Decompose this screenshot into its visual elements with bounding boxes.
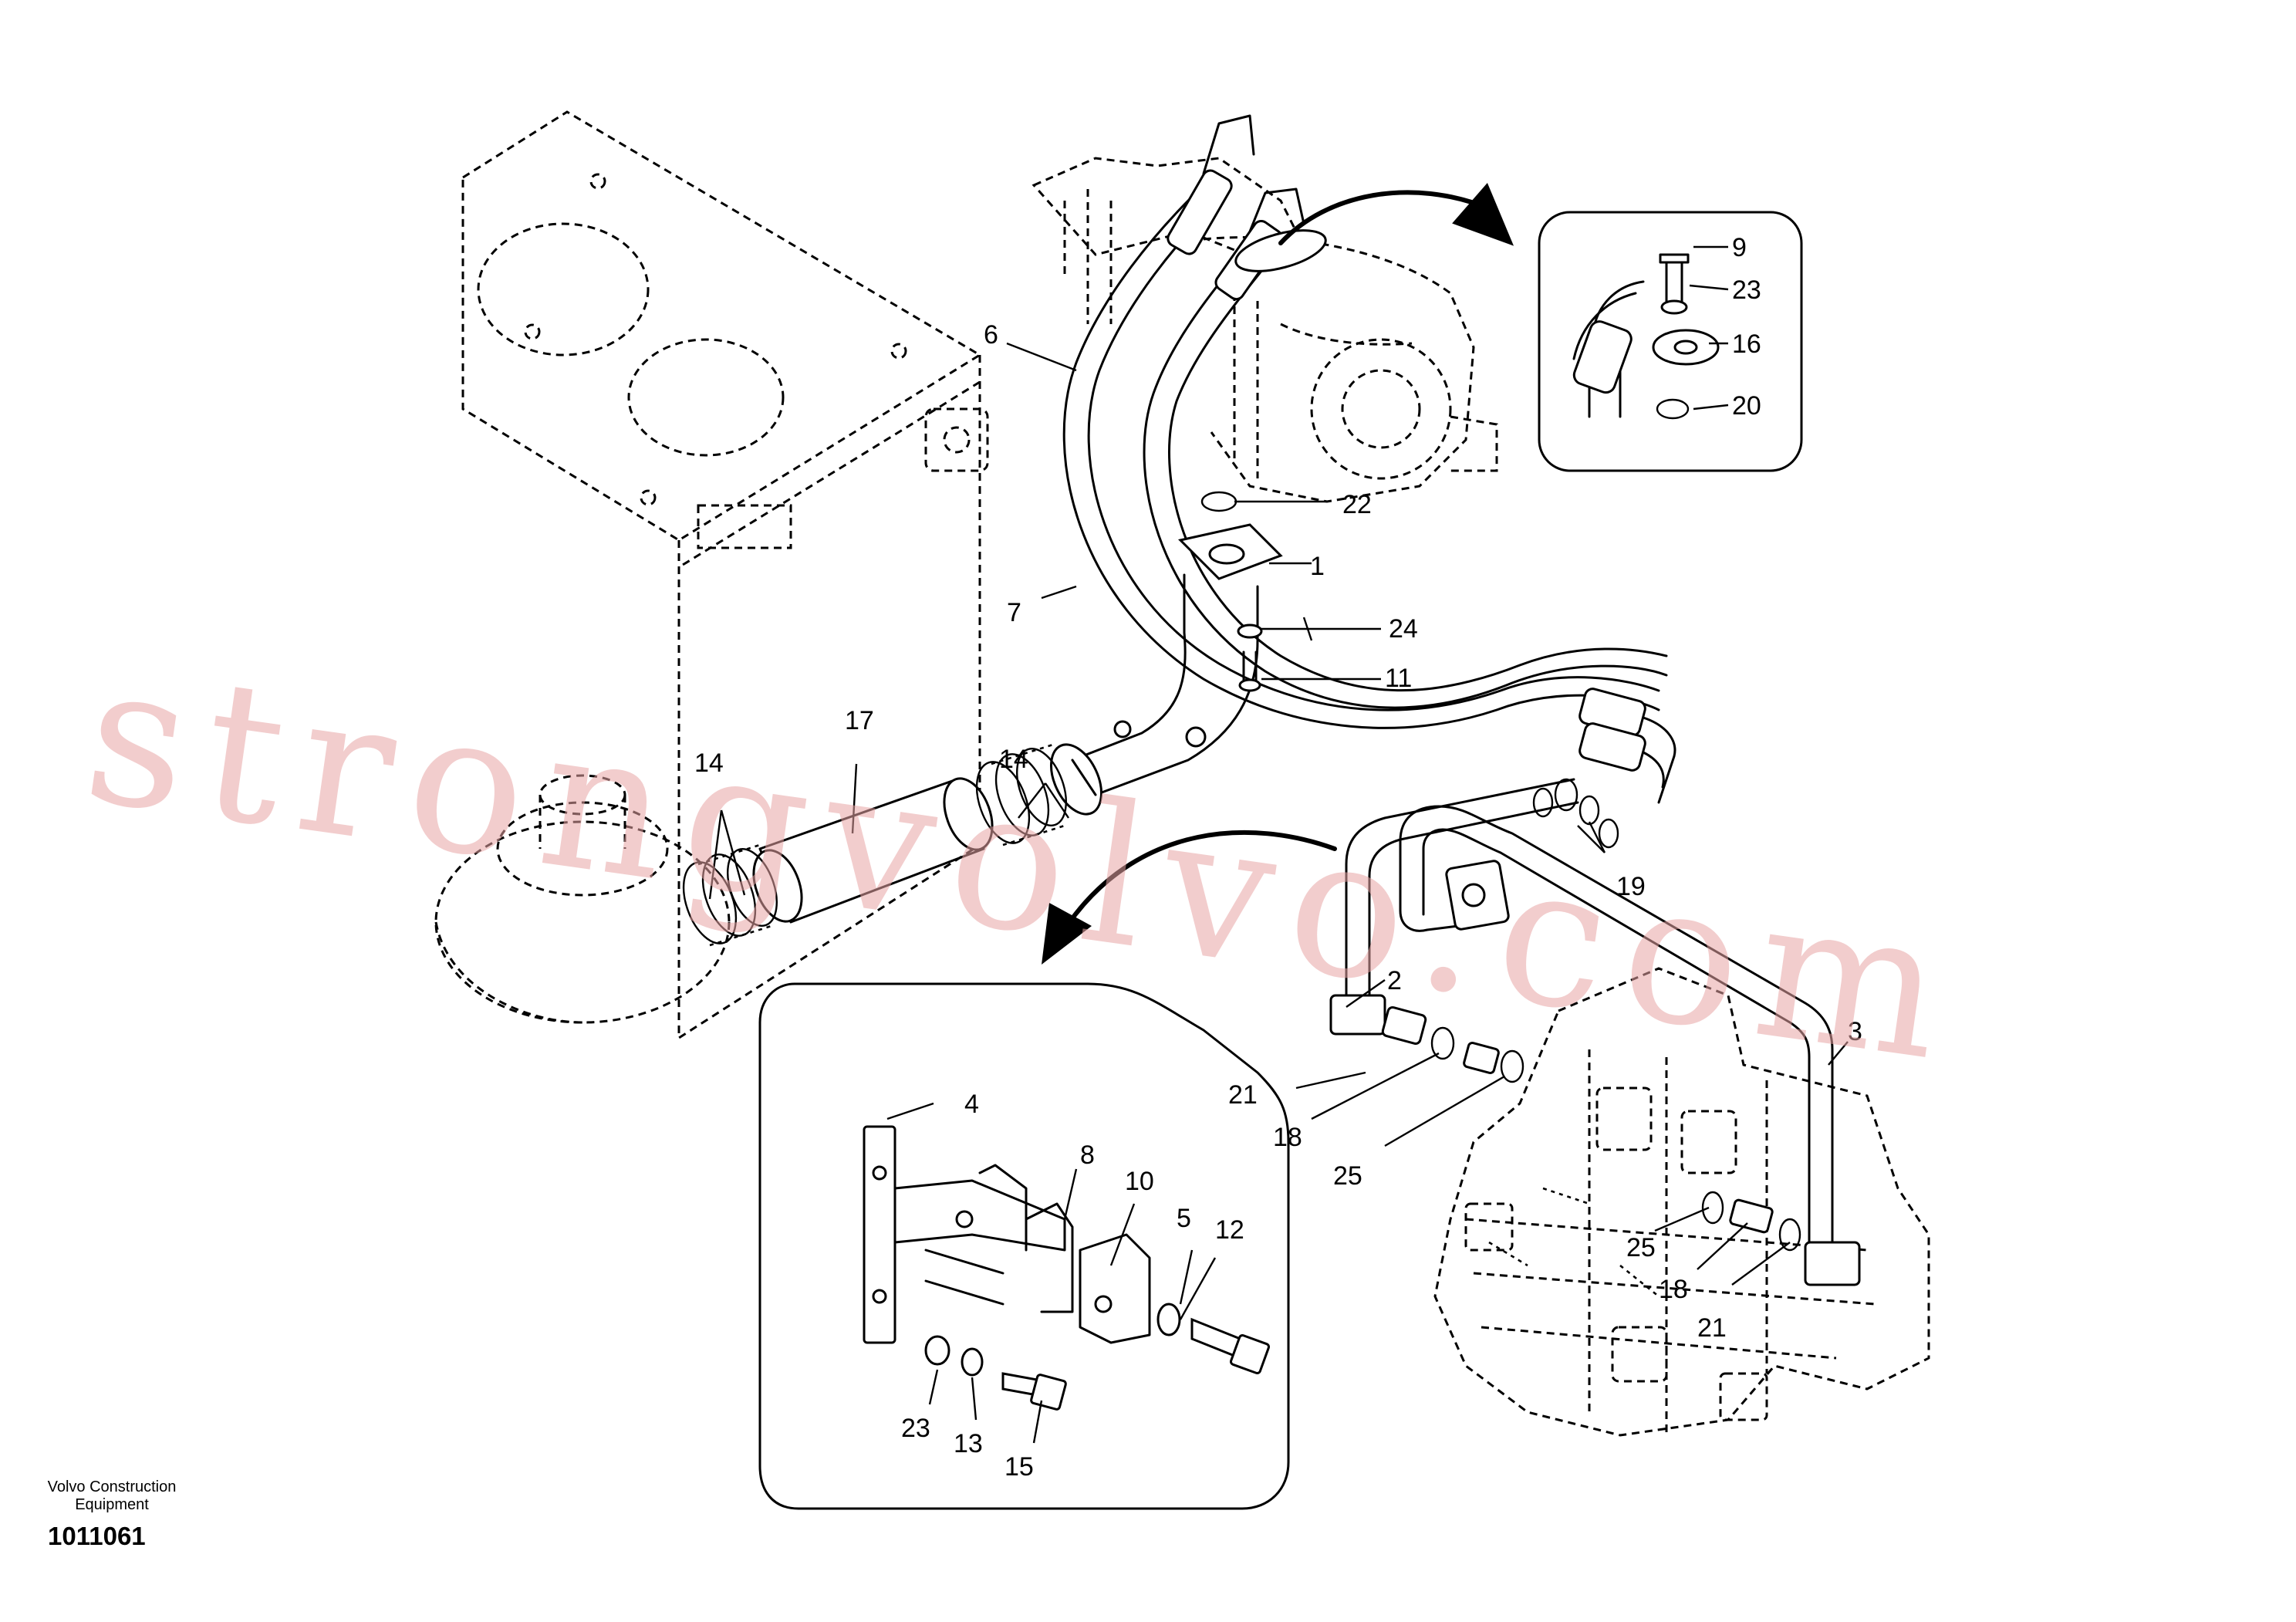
callout-21-right: 21 — [1697, 1313, 1727, 1343]
callout-3: 3 — [1848, 1017, 1862, 1046]
control-valve-outline — [1433, 967, 1930, 1437]
detail-view-pipe-clamp — [758, 982, 1290, 1510]
callout-22: 22 — [1342, 490, 1372, 519]
callout-23-lower: 23 — [901, 1414, 930, 1443]
caption-line-2: Equipment — [75, 1496, 149, 1513]
leader-lines — [708, 245, 1849, 1444]
callout-7: 7 — [1007, 598, 1021, 627]
callout-16: 16 — [1732, 329, 1761, 359]
hose-17 — [752, 777, 994, 924]
callout-23-detail: 23 — [1732, 275, 1761, 305]
callout-21-left: 21 — [1228, 1080, 1258, 1110]
hydraulic-pump-outline — [1032, 157, 1498, 503]
callout-17: 17 — [845, 706, 874, 735]
hydraulic-tank-outline — [461, 110, 989, 1039]
callout-25-right: 25 — [1626, 1233, 1656, 1262]
callout-18-right: 18 — [1659, 1275, 1688, 1304]
callout-6: 6 — [984, 320, 998, 350]
detail-view-flange — [1538, 211, 1803, 472]
callout-2: 2 — [1387, 966, 1402, 995]
o-ring-set-19 — [1532, 778, 1619, 849]
callout-14-upper: 14 — [999, 745, 1028, 774]
callout-25-left: 25 — [1333, 1161, 1362, 1191]
fittings-left — [1381, 1006, 1524, 1083]
callout-20: 20 — [1732, 391, 1761, 421]
callout-13: 13 — [954, 1429, 983, 1458]
callout-4: 4 — [964, 1090, 979, 1119]
callout-11: 11 — [1385, 664, 1412, 693]
caption-line-1: Volvo Construction — [48, 1478, 177, 1495]
fittings-right — [1701, 1191, 1801, 1252]
callout-15: 15 — [1004, 1452, 1034, 1482]
pressure-hose-assembly — [1062, 114, 1676, 804]
callout-9: 9 — [1732, 233, 1747, 262]
callout-8: 8 — [1080, 1140, 1095, 1170]
callout-18-left: 18 — [1273, 1123, 1302, 1152]
hose-clamp-upper — [975, 743, 1067, 846]
callout-12: 12 — [1215, 1215, 1244, 1245]
callout-10: 10 — [1125, 1167, 1154, 1196]
callout-1: 1 — [1310, 552, 1325, 581]
suction-housing-outline — [434, 774, 731, 1024]
drawing-caption: Volvo Construction Equipment 1011061 — [48, 1478, 177, 1550]
callout-14-lower: 14 — [694, 748, 724, 778]
callout-19: 19 — [1616, 872, 1646, 901]
watermark-text: strongvolvo.com — [74, 620, 1974, 1106]
detail-arrow-upper — [1278, 182, 1514, 246]
suction-pipe — [1050, 523, 1283, 816]
callout-labels: 6 7 1 22 24 11 14 17 14 19 2 3 21 18 25 … — [694, 233, 1862, 1482]
detail-arrow-lower — [1042, 830, 1337, 965]
pipe-3 — [1399, 805, 1861, 1286]
callout-24: 24 — [1389, 614, 1418, 644]
callout-5: 5 — [1177, 1204, 1191, 1233]
drawing-number: 1011061 — [48, 1522, 146, 1550]
